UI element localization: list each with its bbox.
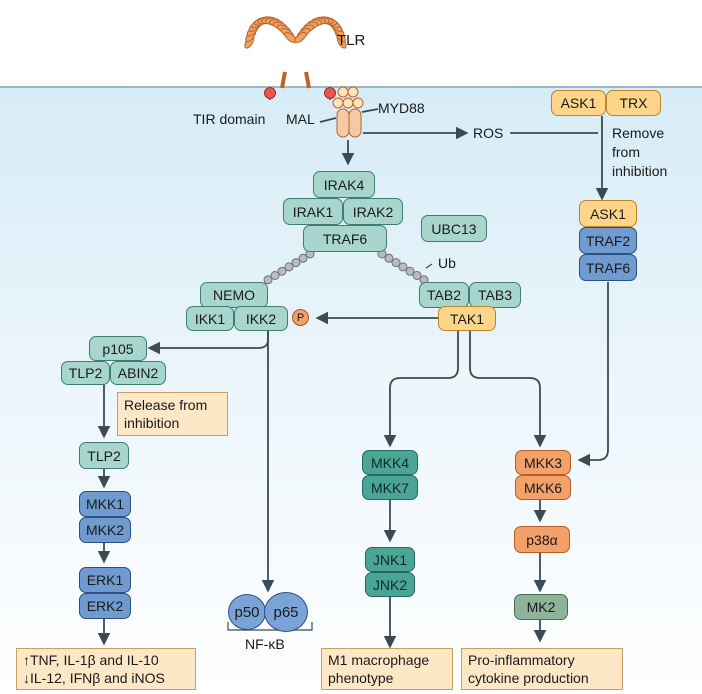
- ros-label: ROS: [473, 125, 504, 141]
- nfkb-label: NF-κB: [245, 636, 285, 652]
- abin2-node: ABIN2: [110, 361, 166, 385]
- mkk4-node: MKK4: [362, 450, 418, 475]
- ikk1-node: IKK1: [186, 306, 234, 331]
- ask1-top-node: ASK1: [551, 90, 606, 116]
- erk-outcome-note: ↑TNF, IL-1β and IL-10 ↓IL-12, IFNβ and i…: [16, 648, 196, 690]
- tlp2-complex-node: TLP2: [61, 361, 110, 385]
- tak1-node: TAK1: [438, 306, 496, 331]
- mkk2-node: MKK2: [79, 517, 131, 543]
- tlr-stems: [280, 71, 311, 89]
- release-from-inhibition-note: Release from inhibition: [117, 392, 228, 436]
- tlr-label: TLR: [337, 32, 366, 49]
- tir-domain-left: [264, 87, 276, 99]
- jnk-outcome-note: M1 macrophage phenotype: [321, 648, 453, 690]
- mkk7-node: MKK7: [362, 475, 418, 500]
- tir-domain-label: TIR domain: [193, 111, 266, 127]
- nemo-node: NEMO: [200, 282, 268, 308]
- p38-outcome-note: Pro-inflammatory cytokine production: [461, 648, 623, 690]
- p105-node: p105: [89, 336, 147, 361]
- trx-node: TRX: [606, 90, 661, 116]
- traf2-node: TRAF2: [579, 227, 637, 254]
- erk2-node: ERK2: [79, 593, 131, 619]
- jnk1-node: JNK1: [365, 547, 415, 572]
- remove-from-inhibition-label: Remove from inhibition: [612, 125, 668, 179]
- nfkb-bracket: [227, 622, 313, 631]
- ask1-node: ASK1: [579, 200, 637, 227]
- ub-label: Ub: [438, 255, 456, 271]
- tab3-node: TAB3: [469, 282, 521, 308]
- p65-node: p65: [264, 592, 308, 632]
- ubiquitin-chains: [263, 249, 429, 285]
- jnk2-node: JNK2: [365, 572, 415, 597]
- tlr-receptor: [244, 16, 347, 49]
- p38a-node: p38α: [514, 526, 570, 553]
- p50-node: p50: [228, 594, 266, 630]
- myd88-label: MYD88: [378, 100, 425, 116]
- mkk6-node: MKK6: [515, 475, 571, 500]
- irak4-node: IRAK4: [313, 171, 375, 198]
- irak2-node: IRAK2: [343, 198, 403, 225]
- ubc13-node: UBC13: [421, 215, 487, 242]
- myd88-shape: [332, 86, 364, 138]
- tlp2-node: TLP2: [79, 442, 129, 469]
- erk1-node: ERK1: [79, 567, 131, 593]
- ikk2-node: IKK2: [234, 306, 288, 331]
- mal-label: MAL: [286, 111, 315, 127]
- tab2-node: TAB2: [419, 282, 469, 308]
- traf6-right-node: TRAF6: [579, 254, 637, 281]
- phosphate-marker: P: [292, 309, 309, 326]
- mkk3-node: MKK3: [515, 450, 571, 475]
- irak1-node: IRAK1: [283, 198, 343, 225]
- traf6-node: TRAF6: [303, 225, 387, 252]
- tir-domain-right: [324, 87, 336, 99]
- mkk1-node: MKK1: [79, 491, 131, 517]
- mk2-node: MK2: [514, 594, 568, 620]
